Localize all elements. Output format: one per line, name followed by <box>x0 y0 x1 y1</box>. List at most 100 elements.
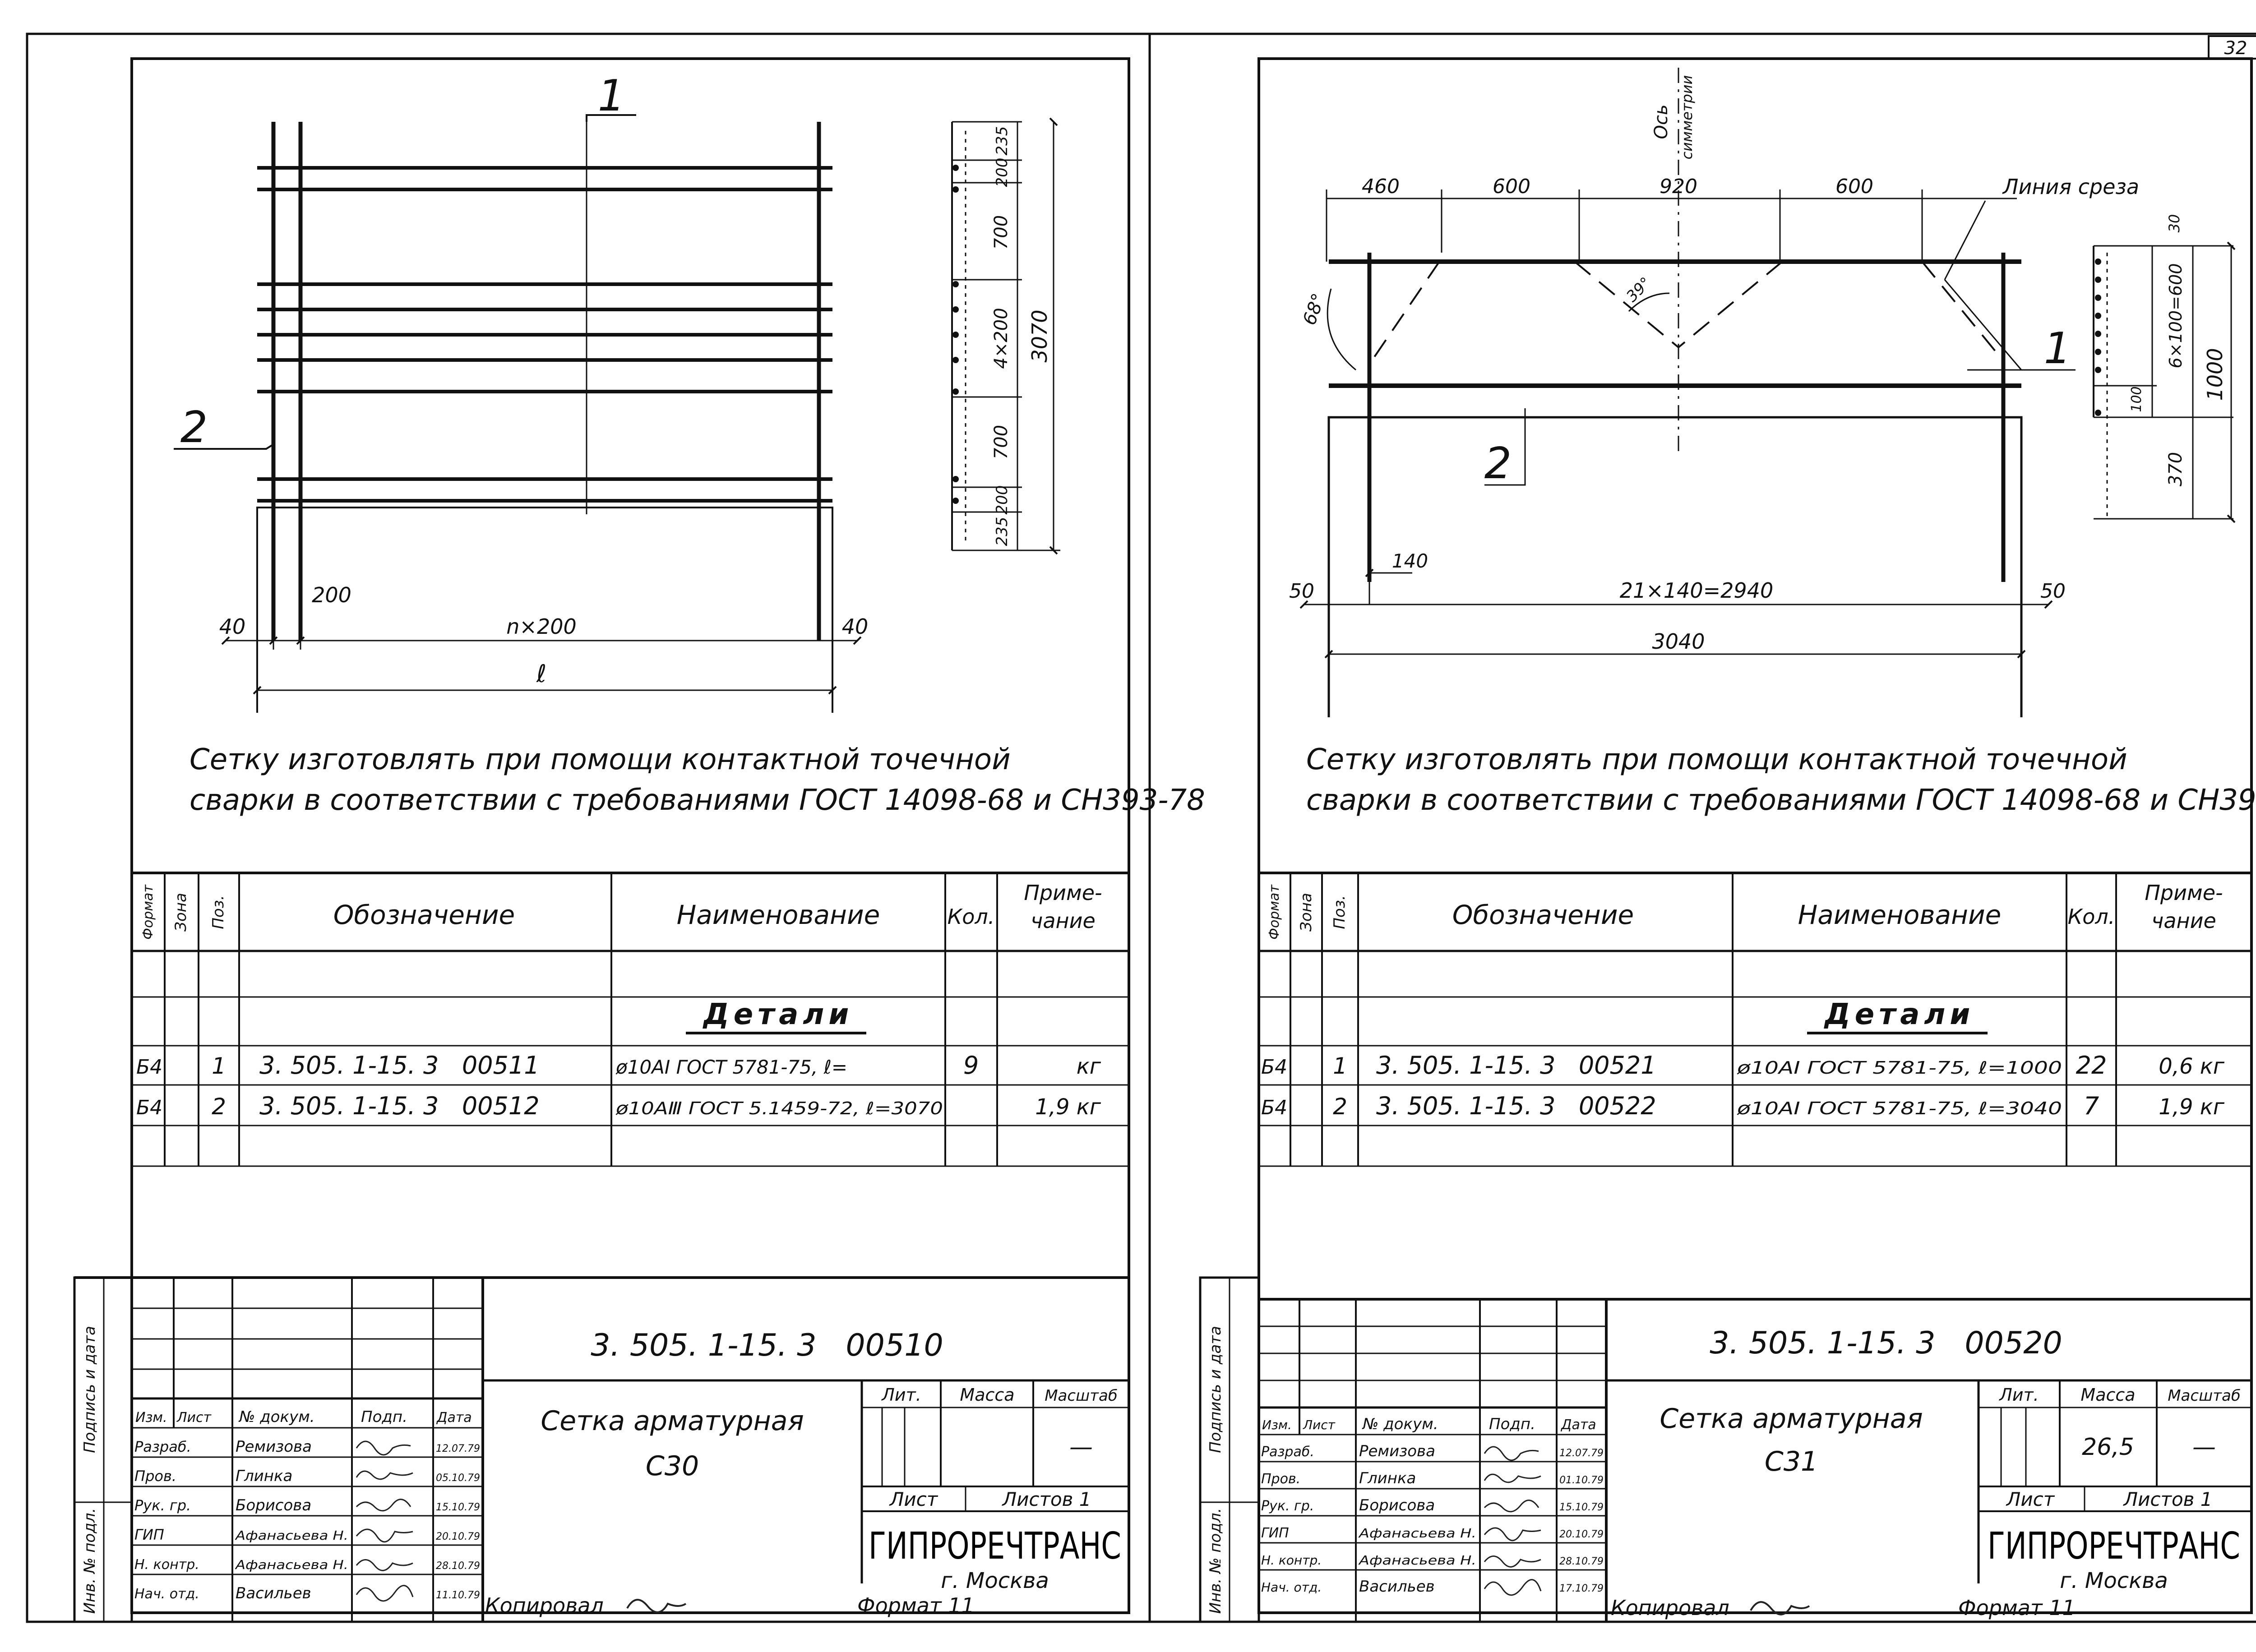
header-format: Формат <box>140 884 156 940</box>
left-mesh-drawing-part-part <box>952 186 959 193</box>
header-note-part: чание <box>1031 909 1096 933</box>
left-mesh-drawing-part <box>952 165 959 504</box>
left-title-block-text-part: Лист <box>889 1488 938 1510</box>
right-mesh-drawing-part-part <box>2095 277 2101 283</box>
signature-scribbles <box>356 1440 414 1602</box>
stamp-person-row-part: Ремизова <box>1359 1442 1435 1460</box>
signature-scribbles-part <box>1484 1555 1541 1568</box>
right-mesh-drawing-part <box>1326 189 1923 262</box>
stamp-person-row-part: Борисова <box>236 1496 311 1514</box>
right-mesh-drawing-part-part <box>1678 261 1783 348</box>
top-dim: 460 <box>1362 175 1400 198</box>
right-spec-table-part <box>1290 873 2117 1166</box>
table-row-part: 2 <box>212 1094 226 1120</box>
right-mesh-drawing-part-part <box>1371 261 1440 362</box>
right-mesh-drawing-part <box>1484 408 1526 486</box>
right-spec-header: Формат Зона Поз. Обозначение Наименовани… <box>1267 881 2223 1034</box>
right-title-block-text-part: Листов 1 <box>2123 1488 2213 1510</box>
section-title: Детали <box>703 998 853 1031</box>
dim-edge-left: 40 <box>219 614 246 639</box>
signature-scribbles-part <box>1484 1579 1542 1596</box>
header-name: Наименование <box>677 900 880 930</box>
table-row-part: ø10АⅠ ГОСТ 5781-75, ℓ= <box>615 1056 847 1078</box>
stamp-person-row-part: Глинка <box>236 1467 292 1485</box>
right-mesh-drawing-part-part <box>2095 295 2101 301</box>
right-title-block-part <box>1299 1299 1558 1622</box>
table-row-part: 3. 505. 1-15. 3 00511 <box>259 1051 540 1080</box>
left-title-block-text-part: № докум. <box>238 1408 315 1426</box>
angle-left: 68° <box>1299 291 1329 328</box>
table-row: Б4 2 3. 505. 1-15. 3 00522 ø10АⅠ ГОСТ 57… <box>1261 1092 2225 1120</box>
footer-format: Формат 11 <box>857 1593 975 1618</box>
table-row-part: 1,9 кг <box>1035 1094 1101 1120</box>
signature-scribbles-part <box>1484 1446 1539 1461</box>
angle-center: 39° <box>1623 274 1655 306</box>
drawing-title: Сетка арматурная <box>541 1405 804 1437</box>
signature-scribbles-part <box>1484 1500 1539 1513</box>
section-title: Детали <box>1824 998 1974 1031</box>
right-title-block-text-part: Подп. <box>1489 1415 1535 1433</box>
stamp-person-row-part: 12.07.79 <box>1559 1448 1604 1459</box>
dim-pitch: 140 <box>1392 550 1428 572</box>
stamp-person-row-part: Пров. <box>1261 1471 1300 1487</box>
stamp-person-row-part: Пров. <box>134 1467 176 1485</box>
sheet-frame-part <box>130 57 1130 1614</box>
vert-dim-bottom: 370 <box>2165 452 2186 486</box>
stamp-person-row-part: Рук. гр. <box>1261 1498 1314 1514</box>
table-row-part: Б4 <box>136 1056 162 1079</box>
dim-edge-left: 50 <box>1289 580 1314 603</box>
header-pos: Поз. <box>209 895 227 929</box>
table-row: Б4 1 3. 505. 1-15. 3 00511 ø10АⅠ ГОСТ 57… <box>136 1051 1101 1080</box>
signature-scribbles-part <box>1484 1527 1541 1541</box>
header-note-part: Приме- <box>2145 881 2223 905</box>
position-2-label: 2 <box>1484 439 1512 489</box>
header-format: Формат <box>1267 884 1282 940</box>
drawing-title-mark: С31 <box>1765 1446 1818 1477</box>
signature-scribbles-part <box>356 1528 413 1543</box>
cut-line-label: Линия среза <box>2002 175 2139 199</box>
stamp-person-row-part: Нач. отд. <box>1261 1580 1322 1595</box>
stamp-person-row-part: 15.10.79 <box>1559 1502 1604 1513</box>
left-title-block-text-part: Изм. <box>135 1410 167 1426</box>
table-row-part: 1 <box>212 1053 226 1079</box>
organization-city: г. Москва <box>941 1568 1049 1593</box>
stamp-person-row: Нач. отд. Васильев 11.10.79 <box>134 1584 480 1602</box>
stamp-person-row-part: Разраб. <box>134 1438 191 1455</box>
right-mesh-drawing-part-part <box>2095 313 2101 319</box>
organization-city: г. Москва <box>2060 1568 2168 1593</box>
right-mesh-drawing-part-part <box>1574 261 1679 348</box>
position-1-label: 1 <box>2044 324 2071 374</box>
organization-name: ГИПРОРЕЧТРАНС <box>1988 1525 2240 1568</box>
right-mesh-drawing-part-part <box>2095 331 2101 337</box>
axis-label: Ось <box>1651 104 1672 139</box>
left-drawing-labels: 1 2 200 40 n×200 40 ℓ 235 200 700 4×200 … <box>180 71 1052 688</box>
copier-signature <box>626 1599 687 1613</box>
right-note-line-2: сварки в соответствии с требованиями ГОС… <box>1306 784 2256 817</box>
vert-dim-mid: 100 <box>2129 386 2145 412</box>
vert-dim: 700 <box>991 215 1012 249</box>
right-mesh-drawing-part-part <box>1921 261 2004 362</box>
right-title-block-text-part: — <box>2192 1434 2216 1461</box>
left-title-block-text-part: Дата <box>436 1410 472 1426</box>
table-row-part: ø10АⅠ ГОСТ 5781-75, ℓ=1000 <box>1737 1058 2062 1078</box>
right-mesh-drawing-part-part <box>2095 258 2101 265</box>
stamp-person-row-part: 20.10.79 <box>436 1531 480 1542</box>
side-label-signature: Подпись и дата <box>1207 1326 1225 1453</box>
right-title-block-text-part: № докум. <box>1362 1415 1438 1433</box>
stamp-person-row: Пров. Глинка 01.10.79 <box>1261 1469 1604 1487</box>
left-mesh-drawing-part-part <box>952 388 959 395</box>
stamp-person-row-part: Афанасьева Н. <box>1358 1553 1476 1568</box>
dim-left-pitch: 200 <box>312 583 351 607</box>
table-row-part: 1,9 кг <box>2159 1094 2225 1120</box>
left-title-block-text: 3. 505. 1-15. 3 00510 Сетка арматурная С… <box>81 1326 1121 1618</box>
vert-dim-total: 3070 <box>1027 309 1052 362</box>
table-row: Б4 1 3. 505. 1-15. 3 00521 ø10АⅠ ГОСТ 57… <box>1261 1051 2225 1080</box>
footer-copied: Копировал <box>485 1593 604 1618</box>
stamp-person-row-part: 28.10.79 <box>436 1560 480 1572</box>
stamp-person-row: Рук. гр. Борисова 15.10.79 <box>1261 1496 1604 1514</box>
signature-scribbles-part <box>356 1585 414 1602</box>
stamp-person-row-part: 20.10.79 <box>1559 1529 1604 1540</box>
left-title-block-part <box>132 1307 483 1370</box>
left-note-line-2: сварки в соответствии с требованиями ГОС… <box>190 784 1205 817</box>
right-mesh-drawing-part <box>1944 200 1986 280</box>
